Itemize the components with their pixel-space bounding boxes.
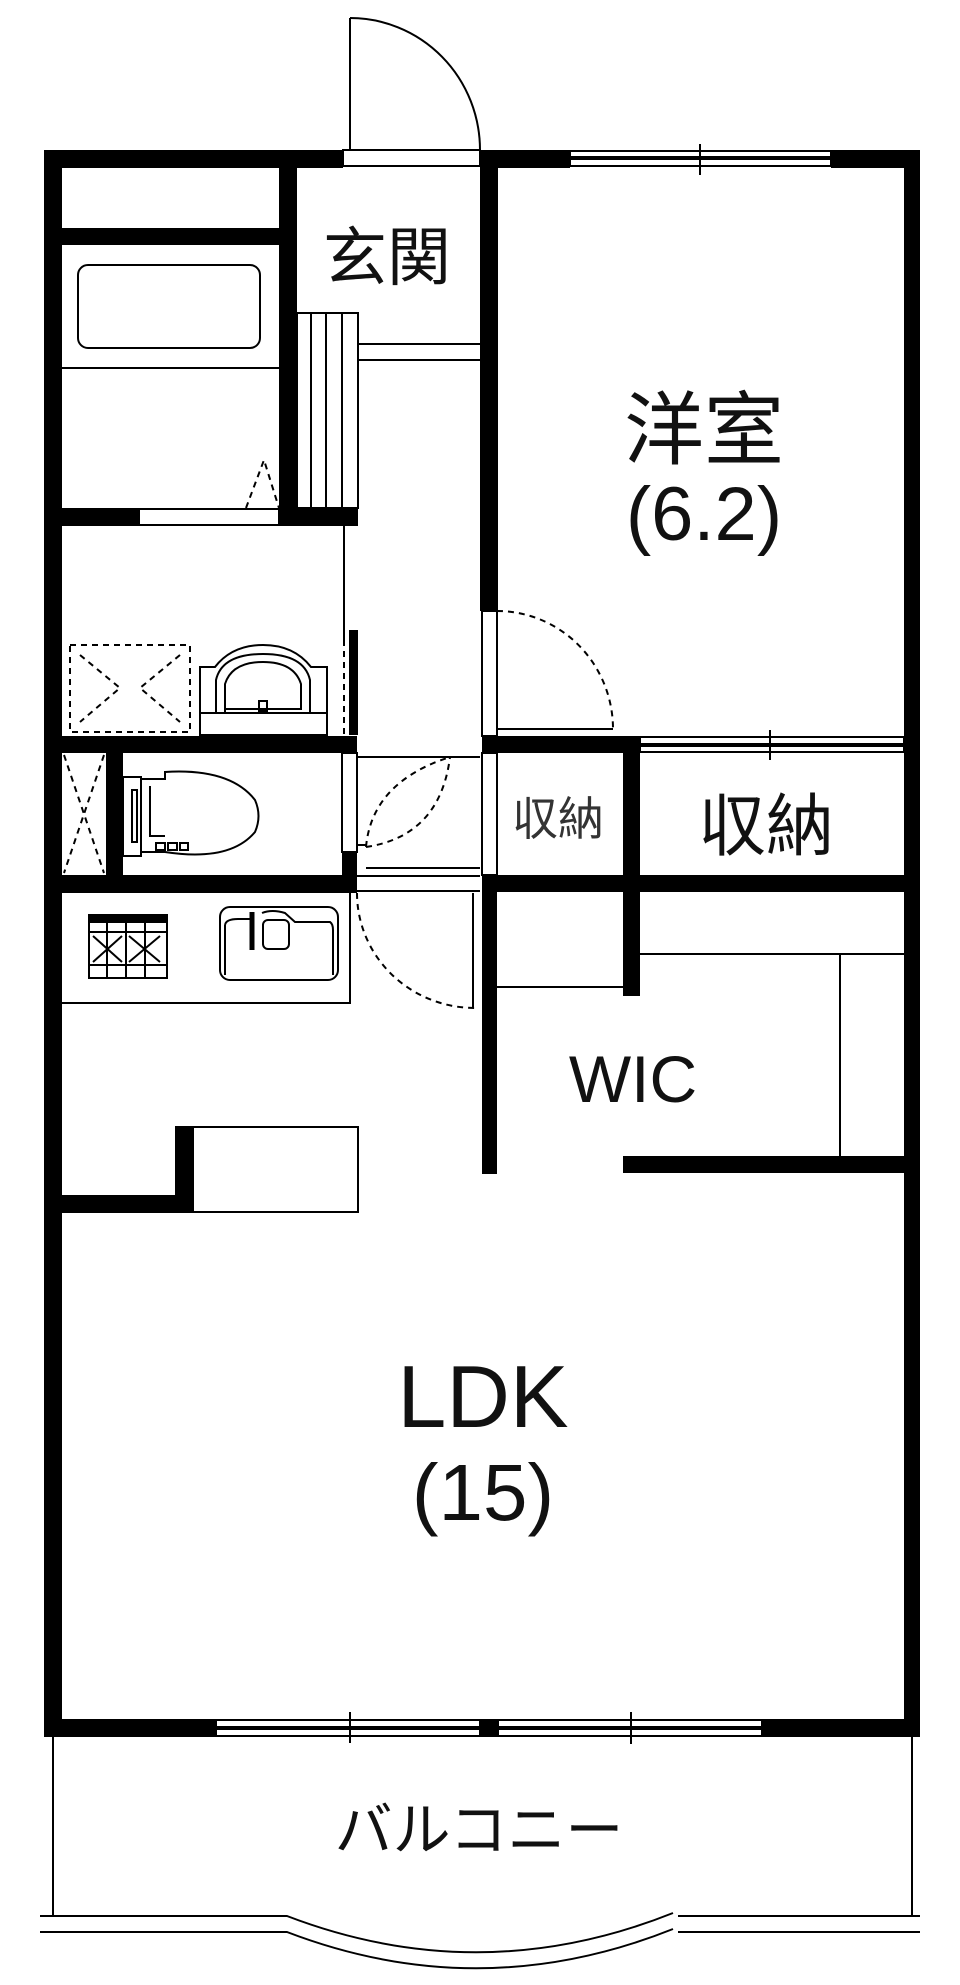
exterior-walls — [44, 150, 920, 1737]
storage-large-label: 収納 — [698, 788, 834, 867]
kitchen-door — [356, 892, 476, 1009]
ldk-label: LDK — [397, 1347, 568, 1446]
bedroom-door — [481, 610, 614, 737]
shoe-cabinet — [296, 312, 359, 509]
ldk-window-right — [497, 1712, 763, 1744]
toilet-door — [357, 756, 480, 869]
gas-stove — [88, 914, 168, 979]
washbasin — [199, 643, 328, 736]
balcony — [40, 1737, 920, 1970]
walk-in-closet — [497, 892, 904, 1173]
ldk-window-left — [215, 1712, 481, 1743]
washroom — [69, 526, 358, 736]
western-room-label: 洋室 — [624, 384, 784, 477]
kitchen-sink — [219, 906, 339, 981]
bedroom-west-wall — [480, 150, 498, 611]
storage-small-label: 収納 — [512, 792, 604, 846]
hall-east-wall — [482, 875, 497, 1174]
balcony-label: バルコニー — [335, 1796, 624, 1864]
bathroom — [44, 150, 358, 526]
wic-label: WIC — [569, 1042, 697, 1116]
bedroom-window — [569, 144, 832, 175]
entrance-label: 玄関 — [323, 222, 451, 296]
ldk-size: (15) — [412, 1448, 554, 1537]
bathtub — [77, 264, 261, 349]
toilet — [122, 770, 260, 857]
entrance-door — [342, 17, 481, 167]
closets — [481, 730, 905, 892]
entry-step — [358, 343, 480, 361]
kitchen-counter — [62, 893, 351, 1004]
western-room-size: (6.2) — [626, 472, 782, 557]
washing-machine-space — [69, 644, 191, 733]
toilet-room — [63, 752, 358, 875]
counter — [62, 1126, 359, 1213]
